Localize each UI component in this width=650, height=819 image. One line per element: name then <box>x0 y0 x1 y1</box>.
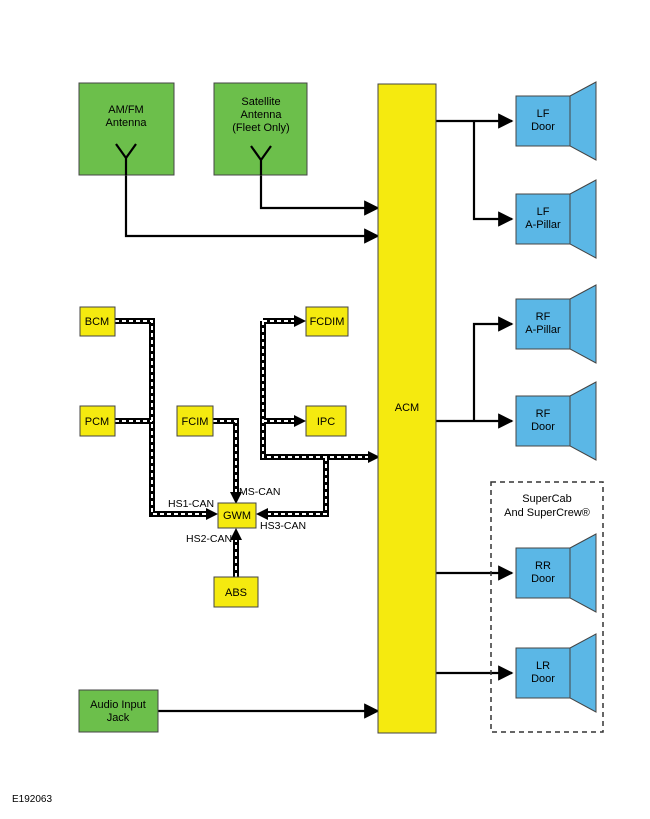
acm-module: ACM <box>377 83 437 734</box>
satellite-antenna-label-1: Satellite <box>241 96 280 108</box>
group-label-1: SuperCab <box>522 493 572 505</box>
speaker-rr-door-label-1: RR <box>535 560 551 572</box>
speaker-lf-door-label-1: LF <box>537 108 550 120</box>
audio-input-label-1: Audio Input <box>90 699 146 711</box>
speaker-lf-apillar: LF A-Pillar <box>515 179 597 259</box>
bcm-module: BCM <box>79 306 116 337</box>
speaker-icon <box>569 633 597 713</box>
group-label-2: And SuperCrew® <box>504 507 590 519</box>
speaker-rf-apillar-label-1: RF <box>536 311 551 323</box>
figure-id: E192063 <box>12 794 52 805</box>
amfm-wire <box>124 175 380 244</box>
ms-can-bus <box>213 418 242 504</box>
speaker-rf-door-label-1: RF <box>536 408 551 420</box>
speaker-rf-apillar: RF A-Pillar <box>515 284 597 364</box>
audio-wires <box>124 113 514 719</box>
satellite-wire <box>259 160 380 216</box>
gwm-module: GWM <box>217 502 257 529</box>
speaker-lf-door-label-2: Door <box>531 121 555 133</box>
ipc-module: IPC <box>305 405 347 437</box>
hs1-can-bus <box>115 318 218 520</box>
speaker-icon <box>569 381 597 461</box>
pcm-module: PCM <box>79 405 116 437</box>
audio-input-label-2: Jack <box>107 712 130 724</box>
gwm-label: GWM <box>223 510 251 522</box>
fcdim-label: FCDIM <box>310 316 345 328</box>
speaker-icon <box>569 533 597 613</box>
speaker-rr-door: RR Door <box>515 533 597 613</box>
supercab-group: SuperCab And SuperCrew® <box>490 481 604 733</box>
audio-input-box <box>78 689 159 733</box>
amfm-antenna-label-1: AM/FM <box>108 104 143 116</box>
speaker-lr-door-label-2: Door <box>531 673 555 685</box>
fcdim-module: FCDIM <box>305 306 349 337</box>
satellite-antenna-label-2: Antenna <box>241 109 283 121</box>
speaker-lf-apillar-label-2: A-Pillar <box>525 219 561 231</box>
amfm-antenna: AM/FM Antenna <box>78 82 175 176</box>
hs3-can-bus <box>256 315 380 520</box>
abs-module: ABS <box>213 576 259 608</box>
speaker-icon <box>569 81 597 161</box>
acm-label: ACM <box>395 402 419 414</box>
speaker-rf-door: RF Door <box>515 381 597 461</box>
speaker-lr-door-label-1: LR <box>536 660 550 672</box>
satellite-antenna: Satellite Antenna (Fleet Only) <box>213 82 308 176</box>
antenna-icon <box>115 143 137 175</box>
fcim-module: FCIM <box>176 405 214 437</box>
can-network <box>115 315 380 577</box>
speaker-icon <box>569 284 597 364</box>
speaker-lr-door: LR Door <box>515 633 597 713</box>
pcm-label: PCM <box>85 416 109 428</box>
bcm-label: BCM <box>85 316 109 328</box>
abs-label: ABS <box>225 587 247 599</box>
speaker-rr-door-label-2: Door <box>531 573 555 585</box>
speaker-rf-apillar-label-2: A-Pillar <box>525 324 561 336</box>
hs3-can-label: HS3-CAN <box>260 520 306 532</box>
ipc-label: IPC <box>317 416 335 428</box>
speaker-lf-door: LF Door <box>515 81 597 161</box>
speaker-lf-apillar-label-1: LF <box>537 206 550 218</box>
acm-box <box>377 83 437 734</box>
speaker-rf-door-label-2: Door <box>531 421 555 433</box>
hs1-can-label: HS1-CAN <box>168 498 214 510</box>
fcim-label: FCIM <box>182 416 209 428</box>
supercab-group-border <box>490 481 604 733</box>
lf-apillar-wire <box>472 121 514 227</box>
antenna-icon <box>250 145 272 175</box>
satellite-antenna-label-3: (Fleet Only) <box>232 122 289 134</box>
audio-input-jack: Audio Input Jack <box>78 689 159 733</box>
hs2-can-bus <box>230 528 242 577</box>
rf-apillar-wire <box>472 316 514 421</box>
amfm-antenna-label-2: Antenna <box>106 117 148 129</box>
ms-can-label: MS-CAN <box>239 486 280 498</box>
hs2-can-label: HS2-CAN <box>186 533 232 545</box>
speaker-icon <box>569 179 597 259</box>
